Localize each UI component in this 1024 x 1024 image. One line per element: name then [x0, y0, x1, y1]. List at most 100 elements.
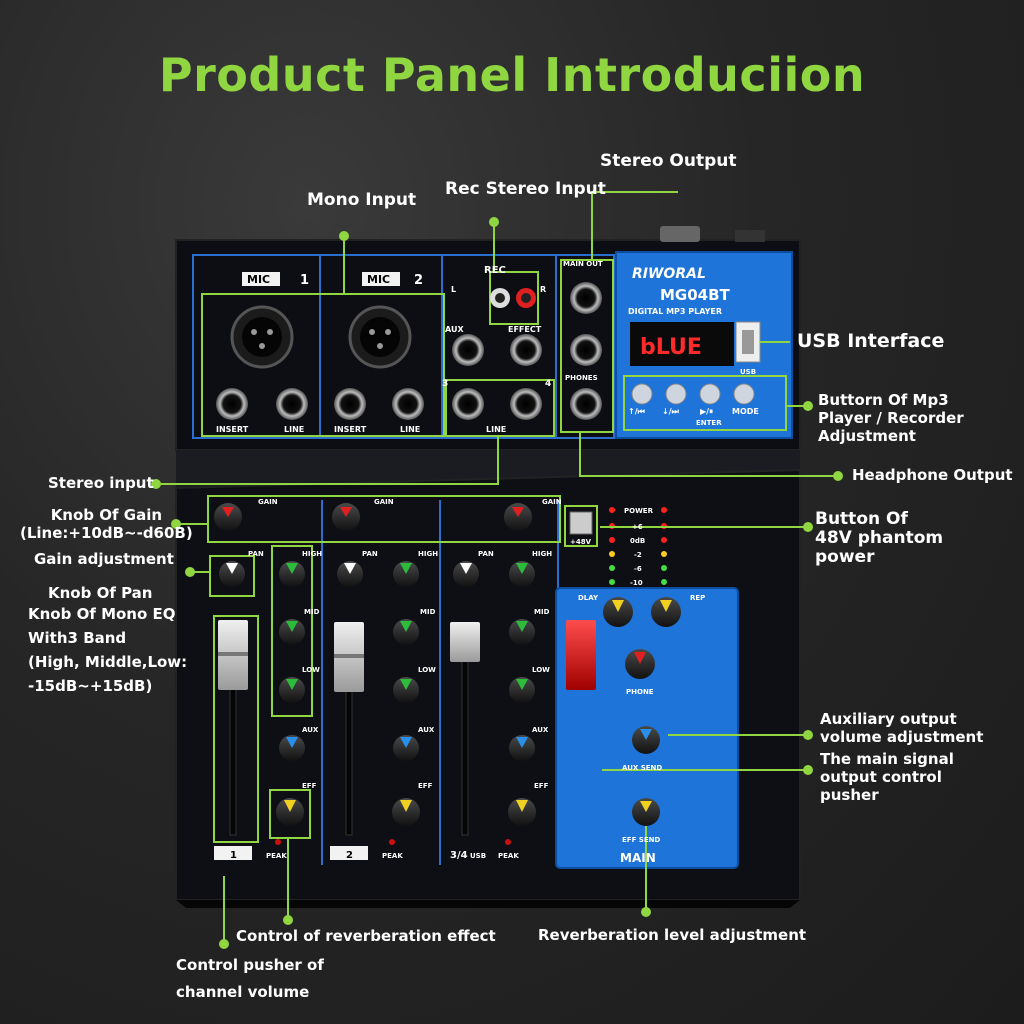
mic2-label-top: MIC: [367, 273, 390, 286]
callout-mono-input: Mono Input: [307, 190, 417, 210]
callout-usb-interface: USB Interface: [797, 330, 945, 352]
line1-label: LINE: [284, 425, 304, 434]
meter-minus6: -6: [634, 565, 642, 573]
btn-label-4: MODE: [732, 407, 759, 416]
peak-label-1: PEAK: [266, 852, 287, 860]
xlr-jacks: [230, 305, 412, 369]
callout-main-pusher: The main signal output control pusher: [820, 750, 954, 804]
callout-phantom-line1: Button Of: [815, 509, 908, 529]
jacks: [216, 282, 602, 420]
callout-knob-eq-line4: -15dB~+15dB): [28, 677, 153, 695]
mid-label-2: MID: [420, 608, 436, 616]
aux-label-2: AUX: [418, 726, 435, 734]
callout-stereo-input: Stereo input: [48, 474, 154, 492]
callout-aux-line2: volume adjustment: [820, 728, 984, 746]
dlay-label: DLAY: [578, 594, 599, 602]
effect-jack-label: EFFECT: [508, 325, 542, 334]
mic2-num: 2: [414, 273, 423, 288]
line34-label: LINE: [486, 425, 506, 434]
mid-label-3: MID: [534, 608, 550, 616]
callout-main-line3: pusher: [820, 786, 879, 804]
fader-caps: [218, 620, 596, 692]
eff-label-3: EFF: [534, 782, 549, 790]
strip-label-usb: USB: [470, 852, 486, 860]
brand-label: RIWORAL: [632, 266, 706, 282]
strip-label-2-top: 2: [346, 850, 353, 861]
callout-knob-eq-line1: Knob Of Mono EQ: [28, 605, 176, 623]
callout-channel-pusher: Control pusher of channel volume: [176, 952, 324, 1006]
main-out-label: MAIN OUT: [563, 260, 603, 268]
callout-knob-gain: Knob Of Gain (Line:+10dB~-d60B): [20, 506, 193, 542]
aux-label-3: AUX: [532, 726, 549, 734]
line2-label: LINE: [400, 425, 420, 434]
phone-knob-label: PHONE: [626, 688, 654, 696]
meter-minus10: -10: [630, 579, 643, 587]
callout-mp3-line3: Adjustment: [818, 427, 916, 445]
gain-knobs: [214, 503, 532, 531]
meter-plus6: +6: [632, 523, 643, 531]
insert2-label: INSERT: [334, 425, 367, 434]
model-label: MG04BT: [660, 286, 731, 304]
phantom-label: +48V: [570, 538, 592, 546]
callout-channel-line1: Control pusher of: [176, 956, 324, 974]
display-text: bLUE: [640, 335, 702, 360]
rep-label: REP: [690, 594, 705, 602]
strip-label-3: 3/4: [450, 850, 468, 861]
meter-0db: 0dB: [630, 537, 645, 545]
callout-knob-eq-line3: (High, Middle,Low:: [28, 653, 188, 671]
pan-label-2: PAN: [362, 550, 378, 558]
gain-label-1: GAIN: [258, 498, 278, 506]
aux-send-label: AUX SEND: [622, 764, 662, 772]
rec-r-label: R: [540, 285, 546, 294]
eff-send-label: EFF SEND: [622, 836, 660, 844]
callout-rec-stereo-input: Rec Stereo Input: [445, 179, 606, 199]
eff-label-1: EFF: [302, 782, 317, 790]
low-label-2: LOW: [418, 666, 436, 674]
peak-label-3: PEAK: [498, 852, 519, 860]
high-label-3: HIGH: [532, 550, 552, 558]
pan-label-1: PAN: [248, 550, 264, 558]
low-label-3: LOW: [532, 666, 550, 674]
rec-label: REC: [484, 265, 506, 276]
phones-label: PHONES: [565, 374, 598, 382]
meter-power: POWER: [624, 507, 654, 515]
gain-label-3: GAIN: [542, 498, 562, 506]
callout-knob-eq: Knob Of Mono EQ With3 Band (High, Middle…: [28, 602, 187, 698]
callout-headphone-output: Headphone Output: [852, 466, 1013, 484]
rec-l-label: L: [451, 285, 456, 294]
callout-phantom-line2: 48V phantom: [815, 528, 944, 548]
callout-reverb-control: Control of reverberation effect: [236, 927, 496, 945]
callout-stereo-output: Stereo Output: [600, 151, 737, 171]
peak-label-2: PEAK: [382, 852, 403, 860]
callout-main-line1: The main signal: [820, 750, 954, 768]
low-label-1: LOW: [302, 666, 320, 674]
callout-knob-gain-line1: Knob Of Gain: [50, 506, 163, 524]
strip-label-1-top: 1: [230, 850, 237, 861]
callout-mp3-line1: Buttorn Of Mp3: [818, 391, 949, 409]
subtitle-label: DIGITAL MP3 PLAYER: [628, 307, 722, 316]
eff-label-2: EFF: [418, 782, 433, 790]
main-label: MAIN: [620, 851, 656, 865]
callout-mp3-line2: Player / Recorder: [818, 409, 964, 427]
callout-knob-pan: Knob Of Pan: [48, 584, 153, 602]
panel-bevel: [176, 450, 800, 488]
high-label-1: HIGH: [302, 550, 322, 558]
high-label-2: HIGH: [418, 550, 438, 558]
meter-minus2: -2: [634, 551, 642, 559]
callout-phantom-line3: power: [815, 547, 875, 567]
ch3-label: 3: [442, 379, 448, 389]
page-title: Product Panel Introduciion: [158, 48, 866, 102]
callout-knob-gain-line2: (Line:+10dB~-d60B): [20, 524, 193, 542]
callout-main-line2: output control: [820, 768, 942, 786]
callout-aux-output: Auxiliary output volume adjustment: [820, 710, 983, 746]
insert1-label: INSERT: [216, 425, 249, 434]
callout-mp3-buttons: Buttorn Of Mp3 Player / Recorder Adjustm…: [818, 391, 964, 445]
callout-phantom: Button Of 48V phantom power: [815, 510, 943, 567]
btn-label-3: ▶/⏸: [700, 407, 713, 416]
enter-label: ENTER: [696, 419, 722, 427]
mid-label-1: MID: [304, 608, 320, 616]
aux-jack-label: AUX: [445, 325, 464, 334]
aux-label-1: AUX: [302, 726, 319, 734]
btn-label-2: ↓/⏭: [662, 407, 680, 416]
